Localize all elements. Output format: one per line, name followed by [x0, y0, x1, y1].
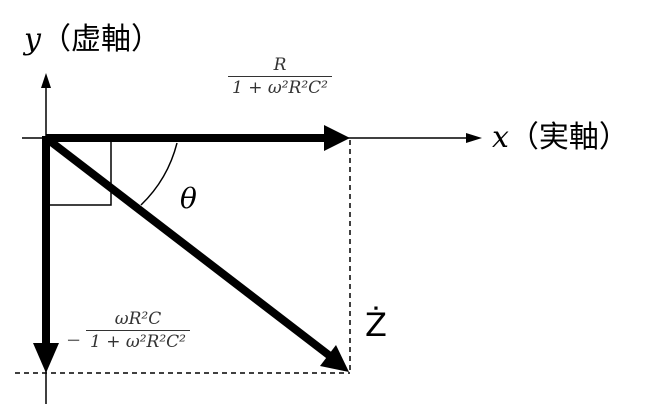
x-axis-arrowhead: [466, 133, 482, 143]
imag-numerator: ωR²C: [114, 309, 162, 329]
real-numerator: R: [273, 55, 287, 75]
y-axis-text: （虚軸）: [40, 22, 161, 57]
imag-component-label: ωR²C 1 + ω²R²C²: [86, 308, 190, 353]
x-axis-label: x（実軸）: [492, 112, 629, 156]
imag-denominator: 1 + ω²R²C²: [90, 332, 186, 352]
fraction-bar: [228, 76, 332, 77]
impedance-vector: [43, 134, 333, 360]
real-component-label: R 1 + ω²R²C²: [228, 54, 332, 99]
x-var: x: [492, 120, 509, 155]
angle-arc: [140, 142, 178, 206]
imag-vector-arrowhead: [33, 343, 59, 373]
y-axis-arrowhead: [41, 73, 51, 88]
impedance-label: Ż: [365, 306, 387, 344]
y-var: y: [24, 22, 41, 57]
fraction-bar: [86, 330, 190, 331]
real-vector-arrowhead: [324, 125, 350, 151]
imag-sign: −: [66, 330, 82, 351]
angle-label: θ: [180, 182, 197, 215]
real-denominator: 1 + ω²R²C²: [232, 78, 328, 98]
impedance-vector-arrowhead: [320, 345, 349, 372]
y-axis-label: y（虚軸）: [24, 14, 161, 58]
x-axis-text: （実軸）: [508, 120, 629, 155]
